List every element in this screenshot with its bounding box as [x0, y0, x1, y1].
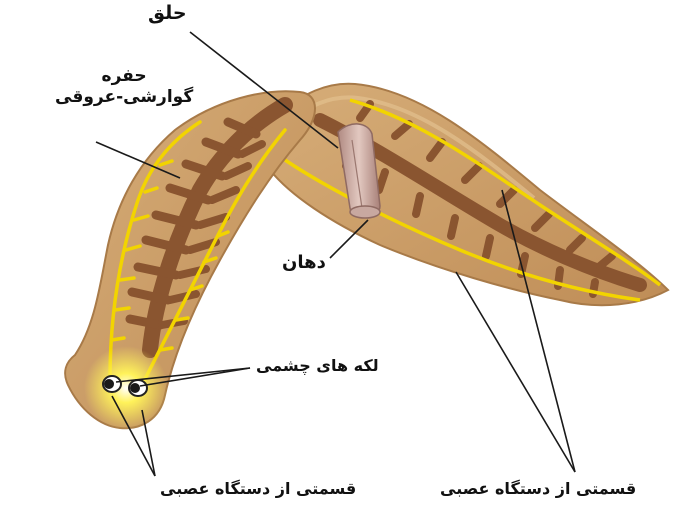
label-mouth: دهان: [282, 252, 326, 275]
label-gastrovascular-cavity: حفره گوارشی-عروقی: [55, 66, 193, 109]
brain-glow: [84, 346, 168, 430]
label-eyespots: لکه های چشمی: [256, 356, 379, 376]
label-nervous-system-left: قسمتی از دستگاه عصبی: [160, 479, 356, 499]
label-gastrovascular-line2: گوارشی-عروقی: [55, 87, 193, 108]
label-nervous-system-right: قسمتی از دستگاه عصبی: [440, 479, 636, 499]
label-gastrovascular-line1: حفره: [55, 66, 193, 87]
label-pharynx: حلق: [148, 2, 187, 26]
